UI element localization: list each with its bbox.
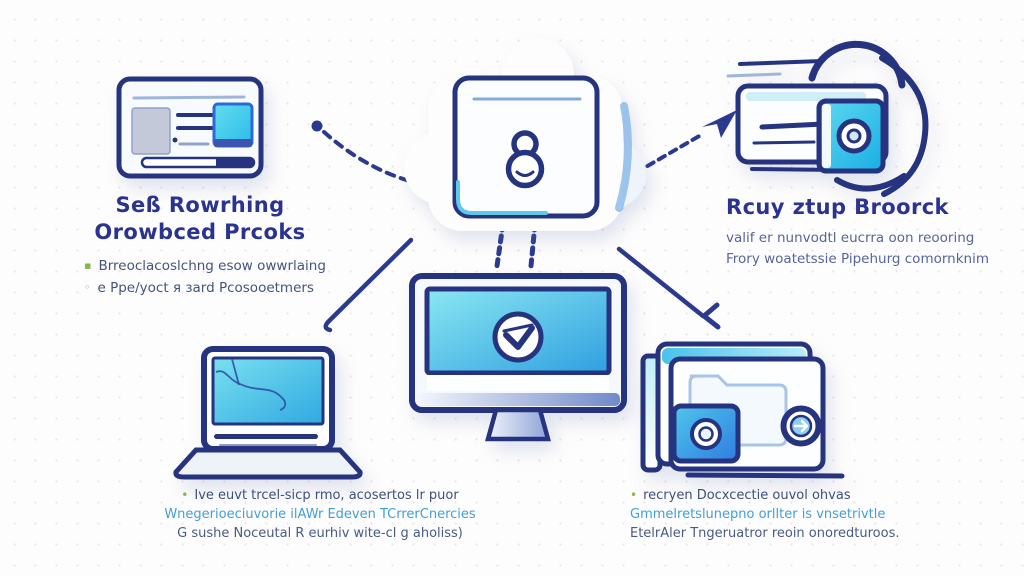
documents-caption: • recryen Docxcectie ouvol ohvas Gmmelret…	[612, 486, 970, 543]
browser-window-illustration	[116, 76, 266, 181]
check-badge-icon	[492, 311, 544, 363]
caption-line: Gmmelretslunepno orllter is vnsetrivtle	[630, 507, 886, 522]
caption-bullet: •	[630, 488, 638, 502]
bullet-marker: ◦	[84, 281, 91, 294]
flow-start-dot	[311, 120, 323, 132]
caption-line: G sushe Noceutal R eurhiv wite-cl g ahol…	[177, 526, 463, 541]
bullet-marker: ▪	[84, 259, 92, 272]
solid-line-text-to-monitor	[323, 237, 414, 333]
bullet-text: e Ppe/yoct я зard Pcosooetmers	[97, 280, 314, 296]
fingerprint-circle-icon	[671, 403, 741, 464]
section-body-line: valif er nunvodtl eucrra oon reooring	[726, 230, 975, 246]
caption-text: recryen Docxcectie ouvol ohvas	[643, 488, 851, 503]
globe-arrow-icon	[780, 405, 822, 447]
caption-line: • recryen Docxcectie ouvol ohvas	[630, 486, 970, 505]
proxy-settings-illustration	[722, 28, 937, 200]
laptop-caption: • Ive euvt trcel-sicp rmo, acosertos lr p…	[138, 486, 502, 543]
monitor-stand	[485, 407, 551, 442]
browser-thumbnail-gray	[131, 107, 171, 155]
bullet-text: Brreoclacoslchng esow owwrlaing	[98, 258, 326, 274]
left-chevron-arrowhead	[701, 302, 721, 330]
caption-line: • Ive euvt trcel-sicp rmo, acosertos lr p…	[138, 486, 502, 505]
section-heading-line2: Orowbced Prcoks	[94, 220, 306, 244]
solid-line-proxy-to-monitor	[616, 246, 706, 319]
secure-device	[816, 98, 886, 174]
laptop-illustration	[168, 346, 368, 481]
monitor-illustration	[408, 272, 628, 452]
feature-bullet: ◦ e Ppe/yoct я зard Pcosooetmers	[84, 277, 342, 299]
paper-plane-arrowhead	[702, 110, 737, 138]
section-heading-line1: Seß Rowrhing	[115, 193, 285, 217]
secure-cloud-illustration	[398, 36, 648, 246]
caption-text: Ive euvt trcel-sicp rmo, acosertos lr pu…	[194, 488, 459, 503]
caption-line: Wnegerioeciuvorie ilAWr Edeven TCrrerCne…	[164, 507, 476, 522]
section-body-line: Frory woatetssie Pipehurg comornknim	[726, 251, 989, 267]
layered-cards-illustration	[638, 334, 850, 484]
laptop-base	[173, 447, 363, 480]
caption-line: EtelrAler Tngeruatror reoin onoredturoos…	[630, 526, 900, 541]
section-heading: Rcuy ztup Broorck	[726, 195, 949, 219]
keyhole-lock-icon	[505, 130, 545, 189]
feature-bullet: ▪ Brreoclacoslchng esow owwrlaing	[84, 255, 342, 277]
proxy-setup-section: Rcuy ztup Broorck valif er nunvodtl eucr…	[726, 194, 1024, 270]
safe-browsing-section: Seß Rowrhing Orowbced Prcoks ▪ Brreoclaco…	[58, 192, 342, 299]
caption-bullet: •	[181, 488, 189, 502]
